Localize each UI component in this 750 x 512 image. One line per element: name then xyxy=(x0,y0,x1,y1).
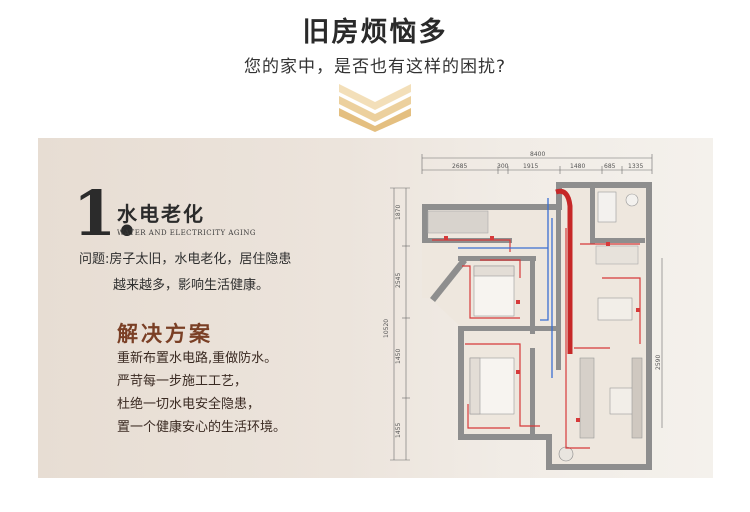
solution-line: 杜绝一切水电安全隐患， xyxy=(117,397,261,412)
page-subtitle: 您的家中，是否也有这样的困扰? xyxy=(243,57,507,77)
dimension-label: 1455 xyxy=(395,423,402,438)
floorplan-illustration: 8400 2685 300 1915 1480 685 1335 1870 25… xyxy=(383,151,663,470)
dimension-label: 685 xyxy=(604,163,616,170)
dimension-label: 2590 xyxy=(655,355,662,370)
problem-line: 越来越多，影响生活健康。 xyxy=(113,278,270,293)
dimension-label: 1450 xyxy=(395,349,402,364)
solution-line: 置一个健康安心的生活环境。 xyxy=(117,420,287,435)
dimension-label: 2685 xyxy=(452,163,467,170)
solution-line: 严苛每一步施工工艺， xyxy=(117,374,248,389)
page-title: 旧房烦恼多 xyxy=(302,17,448,48)
dimension-label: 1915 xyxy=(523,163,538,170)
solution-title: 解决方案 xyxy=(117,321,213,346)
solution-text: 重新布置水电路,重做防水。 严苛每一步施工工艺， 杜绝一切水电安全隐患， 置一个… xyxy=(117,347,377,439)
section-heading: 水电老化 xyxy=(117,202,205,226)
dimension-label: 300 xyxy=(497,163,509,170)
dimension-label: 1335 xyxy=(628,163,643,170)
dimension-label: 10520 xyxy=(383,319,390,338)
section-heading-english: WATER AND ELECTRICITY AGING xyxy=(117,229,257,237)
section-number: 1. xyxy=(73,177,138,250)
problem-line: 问题:房子太旧，水电老化，居住隐患 xyxy=(79,252,292,267)
dimension-label: 2545 xyxy=(395,273,402,288)
dimension-label: 1480 xyxy=(570,163,585,170)
problem-text: 问题:房子太旧，水电老化，居住隐患 越来越多，影响生活健康。 xyxy=(79,247,379,299)
solution-line: 重新布置水电路,重做防水。 xyxy=(117,351,278,366)
dimension-label: 1870 xyxy=(395,205,402,220)
page-header: 旧房烦恼多 您的家中，是否也有这样的困扰? xyxy=(0,0,750,137)
dimension-label: 8400 xyxy=(530,151,545,158)
chevron-down-icon xyxy=(339,84,411,132)
